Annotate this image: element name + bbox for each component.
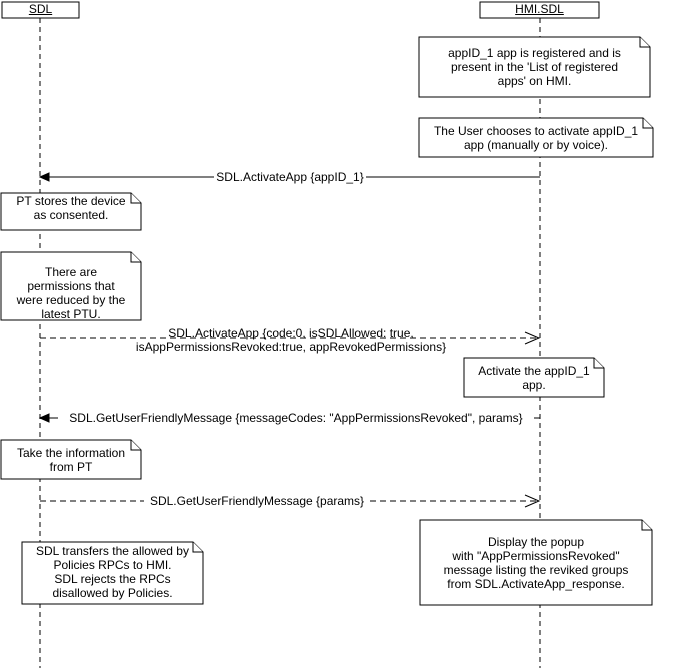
note-sdl-transfers-text: SDL transfers the allowed by Policies RP…: [36, 544, 189, 600]
note-sdl-transfers: [21, 541, 204, 605]
note-permissions-reduced: [0, 251, 142, 321]
note-registered: [418, 36, 651, 98]
sdl-participant-label: SDL: [28, 2, 53, 16]
hmi-participant-label: HMI.SDL: [515, 2, 564, 16]
message-gufm-request-label: SDL.GetUserFriendlyMessage {messageCodes…: [58, 411, 534, 425]
note-pt-stores-text: PT stores the device as consented.: [16, 194, 126, 222]
note-take-info: [0, 439, 142, 480]
note-activate-app: [463, 357, 605, 398]
message-gufm-response: [40, 494, 541, 508]
note-display-popup-text: Display the popup with "AppPermissionsRe…: [443, 535, 629, 591]
note-display-popup: [419, 519, 653, 606]
note-registered-text: appID_1 app is registered and is present…: [448, 46, 621, 88]
message-activate-response: [40, 331, 541, 345]
note-activate-app-text: Activate the appID_1 app.: [478, 364, 590, 392]
note-take-info-text: Take the information from PT: [16, 446, 126, 474]
note-user-activates-text: The User chooses to activate appID_1 app…: [433, 124, 639, 152]
note-user-activates: [418, 117, 654, 158]
message-activate-request-label: SDL.ActivateApp {appID_1}: [214, 170, 366, 184]
message-activate-response-label: SDL.ActivateApp {code:0, isSDLAllowed: t…: [135, 326, 447, 354]
message-gufm-response-label: SDL.GetUserFriendlyMessage {params}: [144, 494, 370, 508]
note-pt-stores: [0, 192, 142, 231]
note-permissions-reduced-text: There are permissions that were reduced …: [16, 265, 126, 321]
